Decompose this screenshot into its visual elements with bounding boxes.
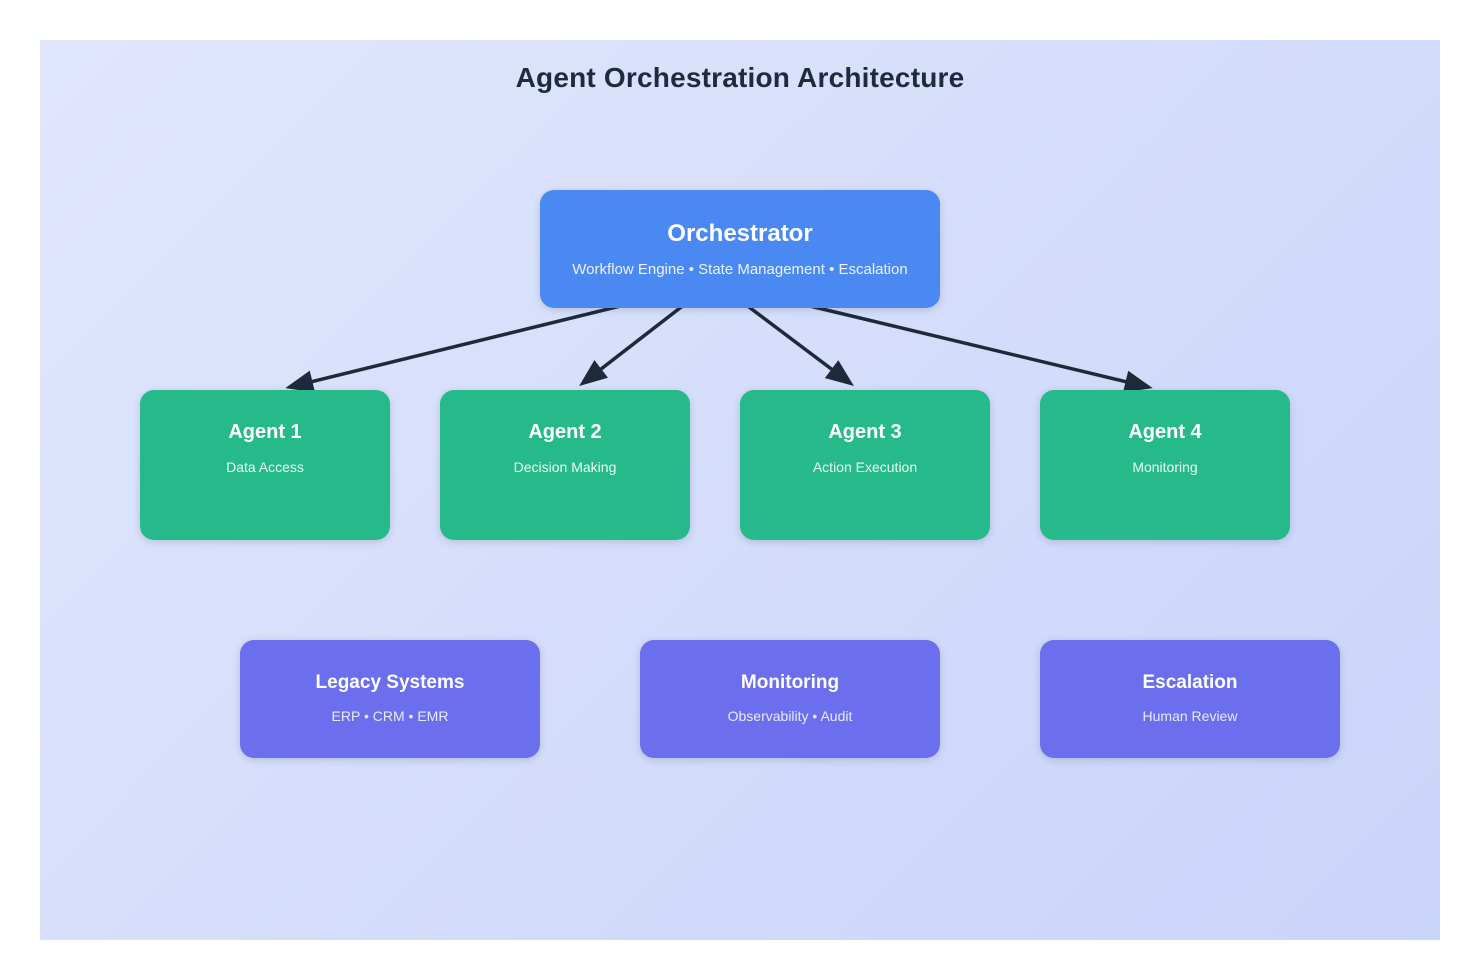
page-title: Agent Orchestration Architecture xyxy=(515,62,965,93)
agent-3-title: Agent 3 xyxy=(828,421,902,443)
agent-4-node: Agent 4 Monitoring xyxy=(1040,390,1290,540)
escalation-node: Escalation Human Review xyxy=(1040,640,1340,758)
agent-2-title: Agent 2 xyxy=(528,421,602,443)
orchestrator-node: Orchestrator Workflow Engine • State Man… xyxy=(540,190,940,308)
agent-1-title: Agent 1 xyxy=(228,421,302,443)
monitoring-title: Monitoring xyxy=(740,672,840,693)
escalation-title: Escalation xyxy=(1142,672,1238,693)
orchestrator-subtitle: Workflow Engine • State Management • Esc… xyxy=(572,261,908,278)
legacy-systems-title: Legacy Systems xyxy=(315,672,465,693)
monitoring-subtitle: Observability • Audit xyxy=(727,708,853,724)
arrow-orchestrator-to-agent-4 xyxy=(788,299,1153,393)
agent-3-subtitle: Action Execution xyxy=(812,459,918,475)
agent-2-node: Agent 2 Decision Making xyxy=(440,390,690,540)
agent-1-node: Agent 1 Data Access xyxy=(140,390,390,540)
monitoring-node: Monitoring Observability • Audit xyxy=(640,640,940,758)
agent-1-subtitle: Data Access xyxy=(226,459,304,475)
agent-4-subtitle: Monitoring xyxy=(1132,459,1198,475)
legacy-systems-subtitle: ERP • CRM • EMR xyxy=(331,708,449,724)
agent-2-subtitle: Decision Making xyxy=(513,459,617,475)
diagram-canvas: Agent Orchestration Architecture Orchest… xyxy=(40,40,1440,940)
agent-3-node: Agent 3 Action Execution xyxy=(740,390,990,540)
orchestrator-title: Orchestrator xyxy=(667,220,813,247)
legacy-systems-node: Legacy Systems ERP • CRM • EMR xyxy=(240,640,540,758)
arrow-orchestrator-to-agent-2 xyxy=(579,299,691,386)
arrow-orchestrator-to-agent-1 xyxy=(285,299,642,393)
escalation-subtitle: Human Review xyxy=(1142,708,1238,724)
arrow-orchestrator-to-agent-3 xyxy=(739,299,854,386)
agent-4-title: Agent 4 xyxy=(1128,421,1202,443)
